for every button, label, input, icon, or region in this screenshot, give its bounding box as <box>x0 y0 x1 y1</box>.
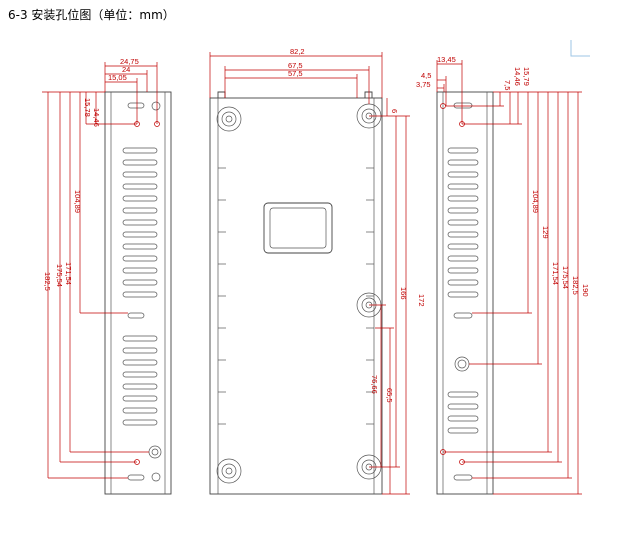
right-view-outline <box>436 91 494 495</box>
vent-slot <box>447 267 479 274</box>
vent-slot <box>447 231 479 238</box>
dim-mid-166: 166 <box>399 287 408 300</box>
vent-slot <box>447 159 479 166</box>
right-view: 13,45 4,5 3,75 15,79 14,46 7,5 104,89 12… <box>416 55 590 495</box>
vent-slot <box>447 427 479 434</box>
dim-mid-65-5: 65,5 <box>385 388 394 403</box>
vent-slot <box>447 255 479 262</box>
vent-slot <box>447 391 479 398</box>
dim-right-182-5: 182,5 <box>571 276 580 295</box>
left-vent-slots <box>122 147 158 426</box>
vent-slot <box>447 291 479 298</box>
vent-slot <box>447 403 479 410</box>
vent-slot <box>122 159 158 166</box>
vent-slot <box>122 255 158 262</box>
vent-slot <box>122 335 158 342</box>
vent-slot <box>447 195 479 202</box>
middle-side-ticks <box>218 167 374 425</box>
dim-left-15-05: 15,05 <box>108 73 127 82</box>
dim-left-15-78: 15,78 <box>83 98 92 117</box>
vent-slot <box>447 415 479 422</box>
left-bottom-hole <box>148 445 162 459</box>
vent-slot <box>122 231 158 238</box>
dim-right-104-89: 104,89 <box>531 190 540 213</box>
vent-slot <box>447 279 479 286</box>
vent-slot <box>122 279 158 286</box>
vent-slot <box>447 183 479 190</box>
dim-left-104-89: 104,89 <box>73 190 82 213</box>
middle-view: 82,2 67,5 57,5 6 166 172 76,66 65,5 <box>209 47 426 495</box>
dim-right-3-75: 3,75 <box>416 80 431 89</box>
dim-left-24-75: 24,75 <box>120 57 139 66</box>
vent-slot <box>447 207 479 214</box>
left-top-hole <box>151 101 161 111</box>
middle-view-outline <box>209 97 383 495</box>
vent-slot <box>447 219 479 226</box>
dim-mid-57-5: 57,5 <box>288 69 303 78</box>
dim-right-13-45: 13,45 <box>437 55 456 64</box>
vent-slot <box>122 219 158 226</box>
vent-slot <box>122 243 158 250</box>
vent-slot <box>447 147 479 154</box>
dim-mid-172: 172 <box>417 294 426 307</box>
dim-right-15-79: 15,79 <box>522 67 531 86</box>
dim-mid-6: 6 <box>390 109 399 113</box>
dim-left-171-54: 171,54 <box>64 262 73 285</box>
dim-right-175-54: 175,54 <box>561 266 570 289</box>
vent-slot <box>122 419 158 426</box>
dim-left-182-5: 182,5 <box>43 272 52 291</box>
dim-right-129: 129 <box>541 226 550 239</box>
dim-right-171-54: 171,54 <box>551 262 560 285</box>
middle-window <box>263 202 333 254</box>
left-view: 24,75 24 15,05 14,46 15,78 104,89 171,54… <box>42 57 172 495</box>
vent-slot <box>122 291 158 298</box>
vent-slot <box>122 171 158 178</box>
vent-slot <box>122 207 158 214</box>
page-title: 6-3 安装孔位图（单位：mm） <box>8 8 175 22</box>
vent-slot <box>122 195 158 202</box>
vent-slot <box>122 267 158 274</box>
vent-slot <box>447 171 479 178</box>
vent-slot <box>122 347 158 354</box>
vent-slot <box>122 147 158 154</box>
dim-right-14-46: 14,46 <box>513 67 522 86</box>
dim-right-7-5: 7,5 <box>503 80 512 90</box>
middle-mounting-holes <box>216 103 382 484</box>
corner-mark <box>570 40 590 57</box>
right-center-hole <box>454 356 470 372</box>
vent-slot <box>122 371 158 378</box>
dim-mid-67-5: 67,5 <box>288 61 303 70</box>
vent-slot <box>122 383 158 390</box>
dim-left-14-46: 14,46 <box>92 108 101 127</box>
dim-mid-76-66: 76,66 <box>370 375 379 394</box>
vent-slot <box>122 359 158 366</box>
dim-right-4-5: 4,5 <box>421 71 431 80</box>
left-top-slot-hole <box>127 102 145 109</box>
vent-slot <box>122 407 158 414</box>
dim-mid-82-2: 82,2 <box>290 47 305 56</box>
dim-left-175-54: 175,54 <box>55 264 64 287</box>
vent-slot <box>122 183 158 190</box>
left-view-outline <box>104 91 172 495</box>
vent-slot <box>447 243 479 250</box>
dim-left-24: 24 <box>122 65 130 74</box>
dim-right-190: 190 <box>581 284 590 297</box>
vent-slot <box>122 395 158 402</box>
right-vent-slots <box>447 147 479 434</box>
